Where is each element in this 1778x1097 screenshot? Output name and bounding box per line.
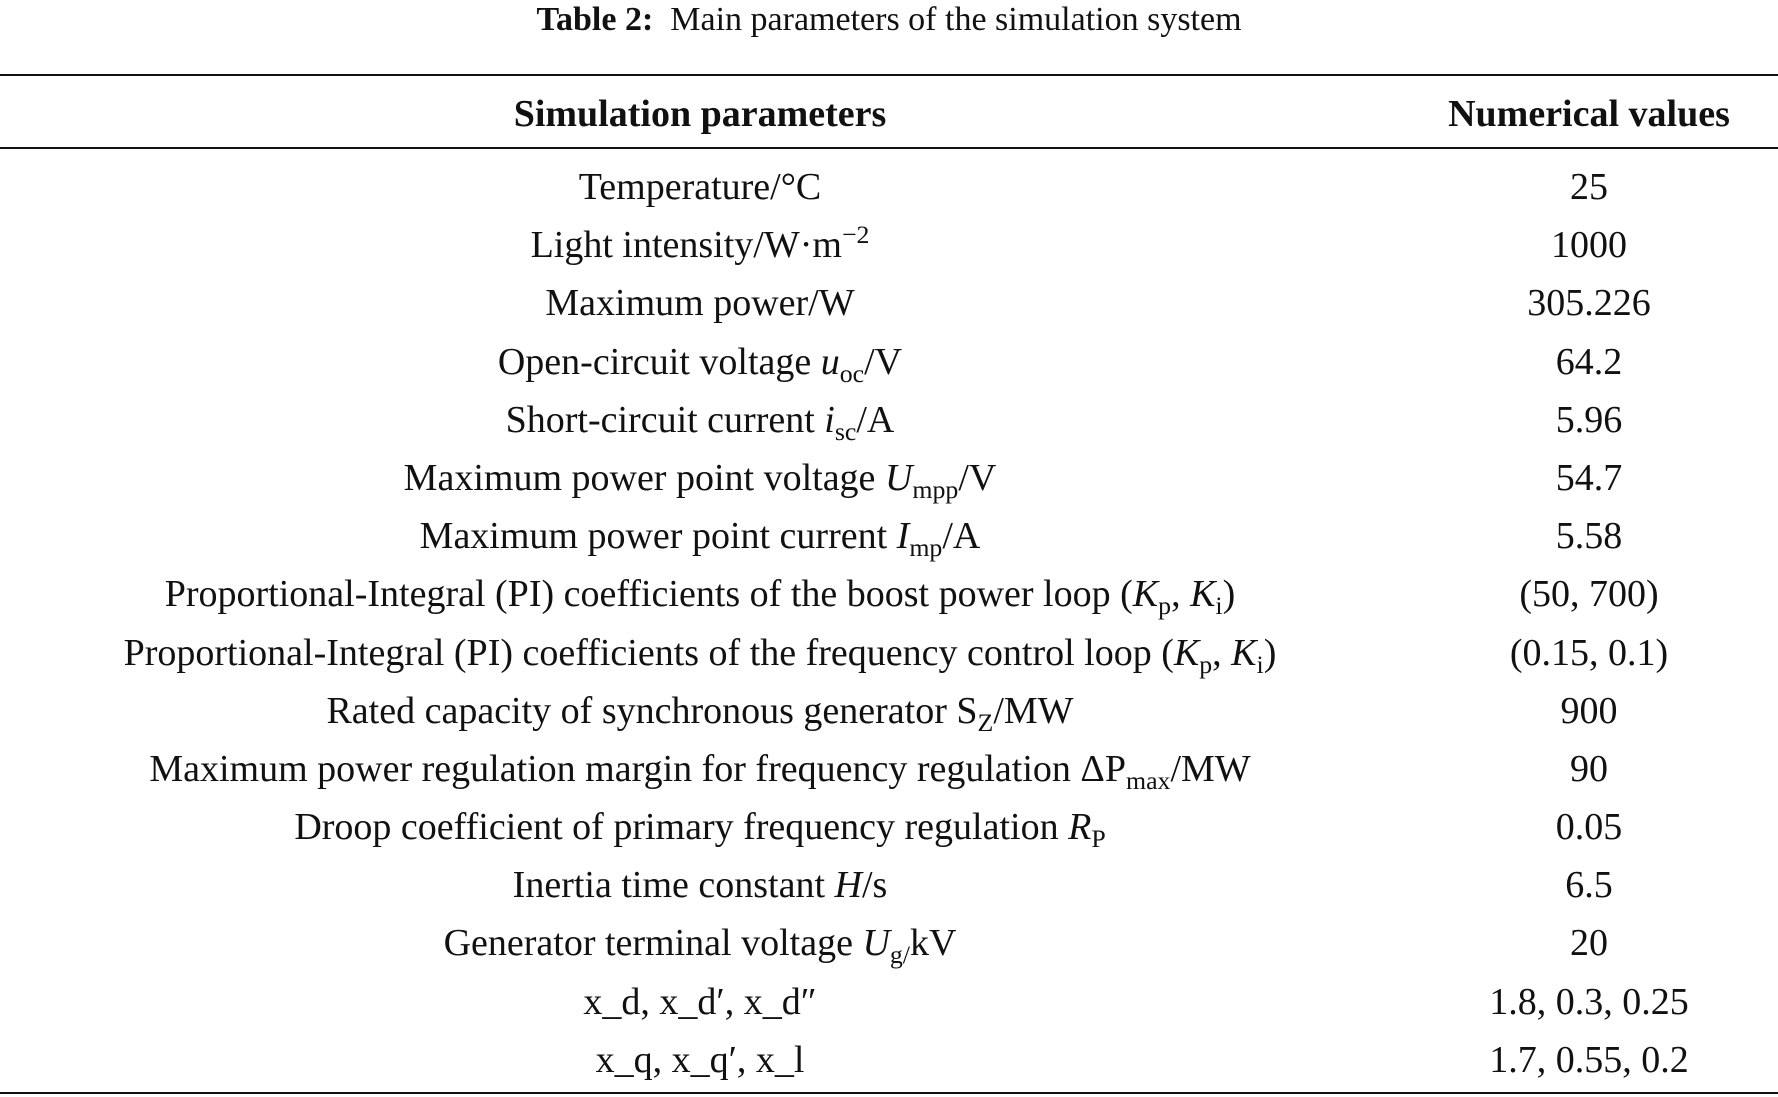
param-cell: Maximum power regulation margin for freq…	[149, 747, 1251, 795]
param-cell: Rated capacity of synchronous generator …	[326, 689, 1074, 737]
table-row: Rated capacity of synchronous generator …	[0, 682, 1778, 740]
table-row: Short-circuit current isc/A 5.96	[0, 391, 1778, 449]
value-cell: 0.05	[1555, 806, 1623, 849]
param-cell: Proportional-Integral (PI) coefficients …	[164, 573, 1236, 621]
value-cell: (50, 700)	[1519, 573, 1659, 616]
table-row: Maximum power regulation margin for freq…	[0, 740, 1778, 798]
table-row: Proportional-Integral (PI) coefficients …	[0, 565, 1778, 623]
param-cell: Proportional-Integral (PI) coefficients …	[123, 631, 1277, 679]
value-cell: 1000	[1551, 224, 1627, 267]
table-row: Light intensity/W·m−2 1000	[0, 216, 1778, 274]
header-numerical-values: Numerical values	[1448, 93, 1730, 135]
table-row: x_d, x_d′, x_d″ 1.8, 0.3, 0.25	[0, 973, 1778, 1031]
table-row: Maximum power/W 305.226	[0, 274, 1778, 332]
value-cell: 6.5	[1565, 864, 1613, 907]
value-cell: 64.2	[1555, 340, 1623, 383]
param-cell: Generator terminal voltage Ug/kV	[443, 922, 957, 970]
param-cell: Maximum power point current Imp/A	[419, 515, 981, 562]
value-cell: 25	[1570, 166, 1608, 208]
table-row: Generator terminal voltage Ug/kV 20	[0, 914, 1778, 972]
param-cell: Light intensity/W·m−2	[530, 219, 870, 267]
table-row: Droop coefficient of primary frequency r…	[0, 798, 1778, 856]
table-row: Maximum power point current Imp/A 5.58	[0, 507, 1778, 565]
value-cell: 900	[1560, 689, 1618, 732]
value-cell: 5.96	[1555, 398, 1623, 441]
value-cell: 20	[1570, 922, 1608, 965]
table-top-rule	[0, 74, 1778, 76]
table-header-row: Simulation parameters Numerical values	[0, 86, 1778, 142]
param-cell: x_d, x_d′, x_d″	[583, 980, 817, 1023]
param-cell: x_q, x_q′, x_l	[595, 1038, 805, 1081]
param-cell: Open-circuit voltage uoc/V	[497, 340, 903, 388]
table-row: Open-circuit voltage uoc/V 64.2	[0, 333, 1778, 391]
table-row: Inertia time constant H/s 6.5	[0, 856, 1778, 914]
param-cell: Temperature/°C	[578, 166, 822, 208]
value-cell: 90	[1570, 747, 1608, 790]
table-row: Temperature/°C 25	[0, 158, 1778, 216]
param-cell: Droop coefficient of primary frequency r…	[294, 806, 1106, 853]
value-cell: 1.8, 0.3, 0.25	[1489, 980, 1689, 1023]
param-cell: Short-circuit current isc/A	[505, 398, 895, 446]
param-cell: Inertia time constant H/s	[512, 864, 888, 907]
value-cell: 305.226	[1527, 282, 1651, 325]
param-cell: Maximum power/W	[545, 282, 855, 325]
caption-text: Main parameters of the simulation system	[670, 1, 1242, 38]
value-cell: (0.15, 0.1)	[1509, 631, 1669, 674]
param-cell: Maximum power point voltage Umpp/V	[403, 456, 997, 504]
table-bottom-rule	[0, 1092, 1778, 1094]
table-header-rule	[0, 147, 1778, 149]
value-cell: 54.7	[1555, 456, 1623, 499]
table-row: x_q, x_q′, x_l 1.7, 0.55, 0.2	[0, 1031, 1778, 1089]
value-cell: 1.7, 0.55, 0.2	[1489, 1038, 1689, 1081]
caption-label: Table 2:	[536, 1, 654, 38]
value-cell: 5.58	[1555, 515, 1623, 558]
table-row: Proportional-Integral (PI) coefficients …	[0, 624, 1778, 682]
table-row: Maximum power point voltage Umpp/V 54.7	[0, 449, 1778, 507]
table-body: Temperature/°C 25 Light intensity/W·m−2 …	[0, 158, 1778, 1089]
header-simulation-parameters: Simulation parameters	[513, 93, 887, 135]
table-caption: Table 2: Main parameters of the simulati…	[0, 0, 1778, 40]
